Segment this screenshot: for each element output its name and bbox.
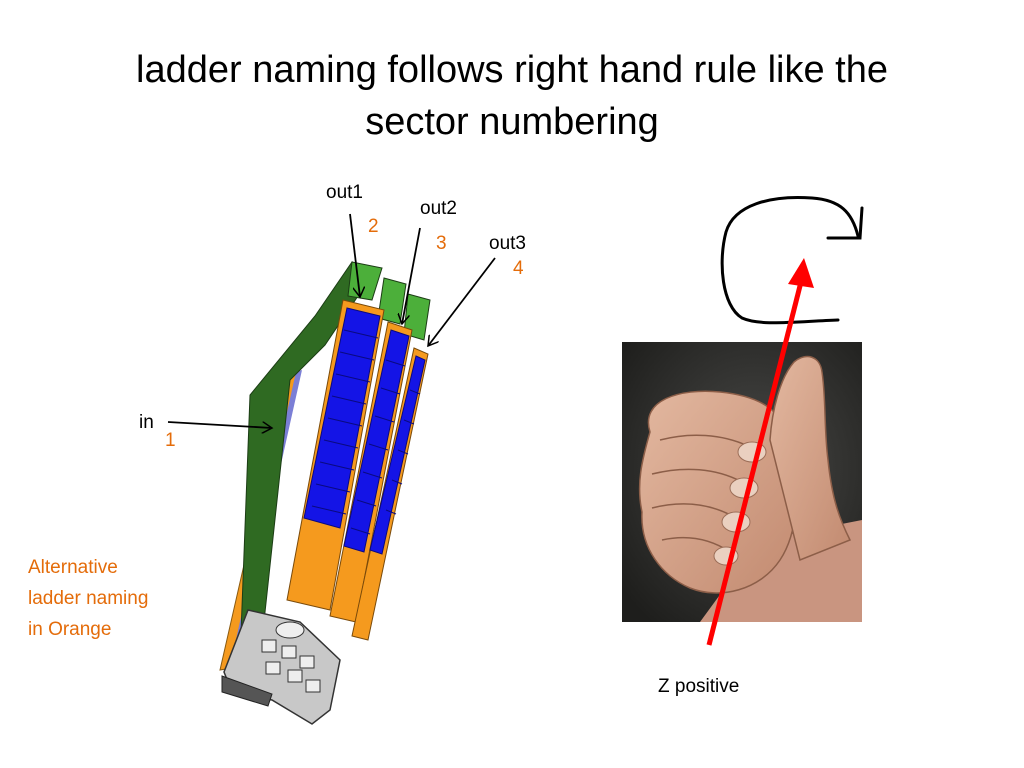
title-line-2: sector numbering <box>365 101 659 143</box>
note-line-2: ladder naming <box>28 588 149 609</box>
alternative-naming-note: Alternative ladder naming in Orange <box>28 552 148 645</box>
label-in: in <box>139 412 154 433</box>
readout-base <box>221 675 273 707</box>
z-axis-arrowhead-icon <box>788 258 814 288</box>
note-line-1: Alternative <box>28 557 118 578</box>
hand-photo <box>622 342 862 622</box>
ladder-out2-sensors <box>343 329 410 553</box>
curved-arrowhead-icon <box>826 206 864 240</box>
slide-title: ladder naming follows right hand rule li… <box>60 44 964 148</box>
pointer-arrow-out1 <box>349 213 360 297</box>
alt-number-in: 1 <box>165 430 176 451</box>
title-line-1: ladder naming follows right hand rule li… <box>136 49 888 91</box>
pointer-arrow-out3 <box>428 257 496 346</box>
alt-number-out2: 3 <box>436 233 447 254</box>
pointer-arrow-in <box>167 421 272 428</box>
label-out3: out3 <box>489 233 526 254</box>
pointer-arrow-out2 <box>402 227 421 324</box>
z-positive-label: Z positive <box>658 676 740 697</box>
curved-arrow-icon <box>720 196 860 325</box>
alt-number-out3: 4 <box>513 258 524 279</box>
ladder-out1-sensors <box>303 307 381 529</box>
alt-number-out1: 2 <box>368 216 379 237</box>
ladder-out3-sensors <box>369 355 426 555</box>
label-out2: out2 <box>420 198 457 219</box>
label-out1: out1 <box>326 182 363 203</box>
z-axis-arrow <box>706 277 805 646</box>
note-line-3: in Orange <box>28 619 112 640</box>
readout-modules <box>261 621 321 693</box>
sensor-grid <box>311 329 421 535</box>
